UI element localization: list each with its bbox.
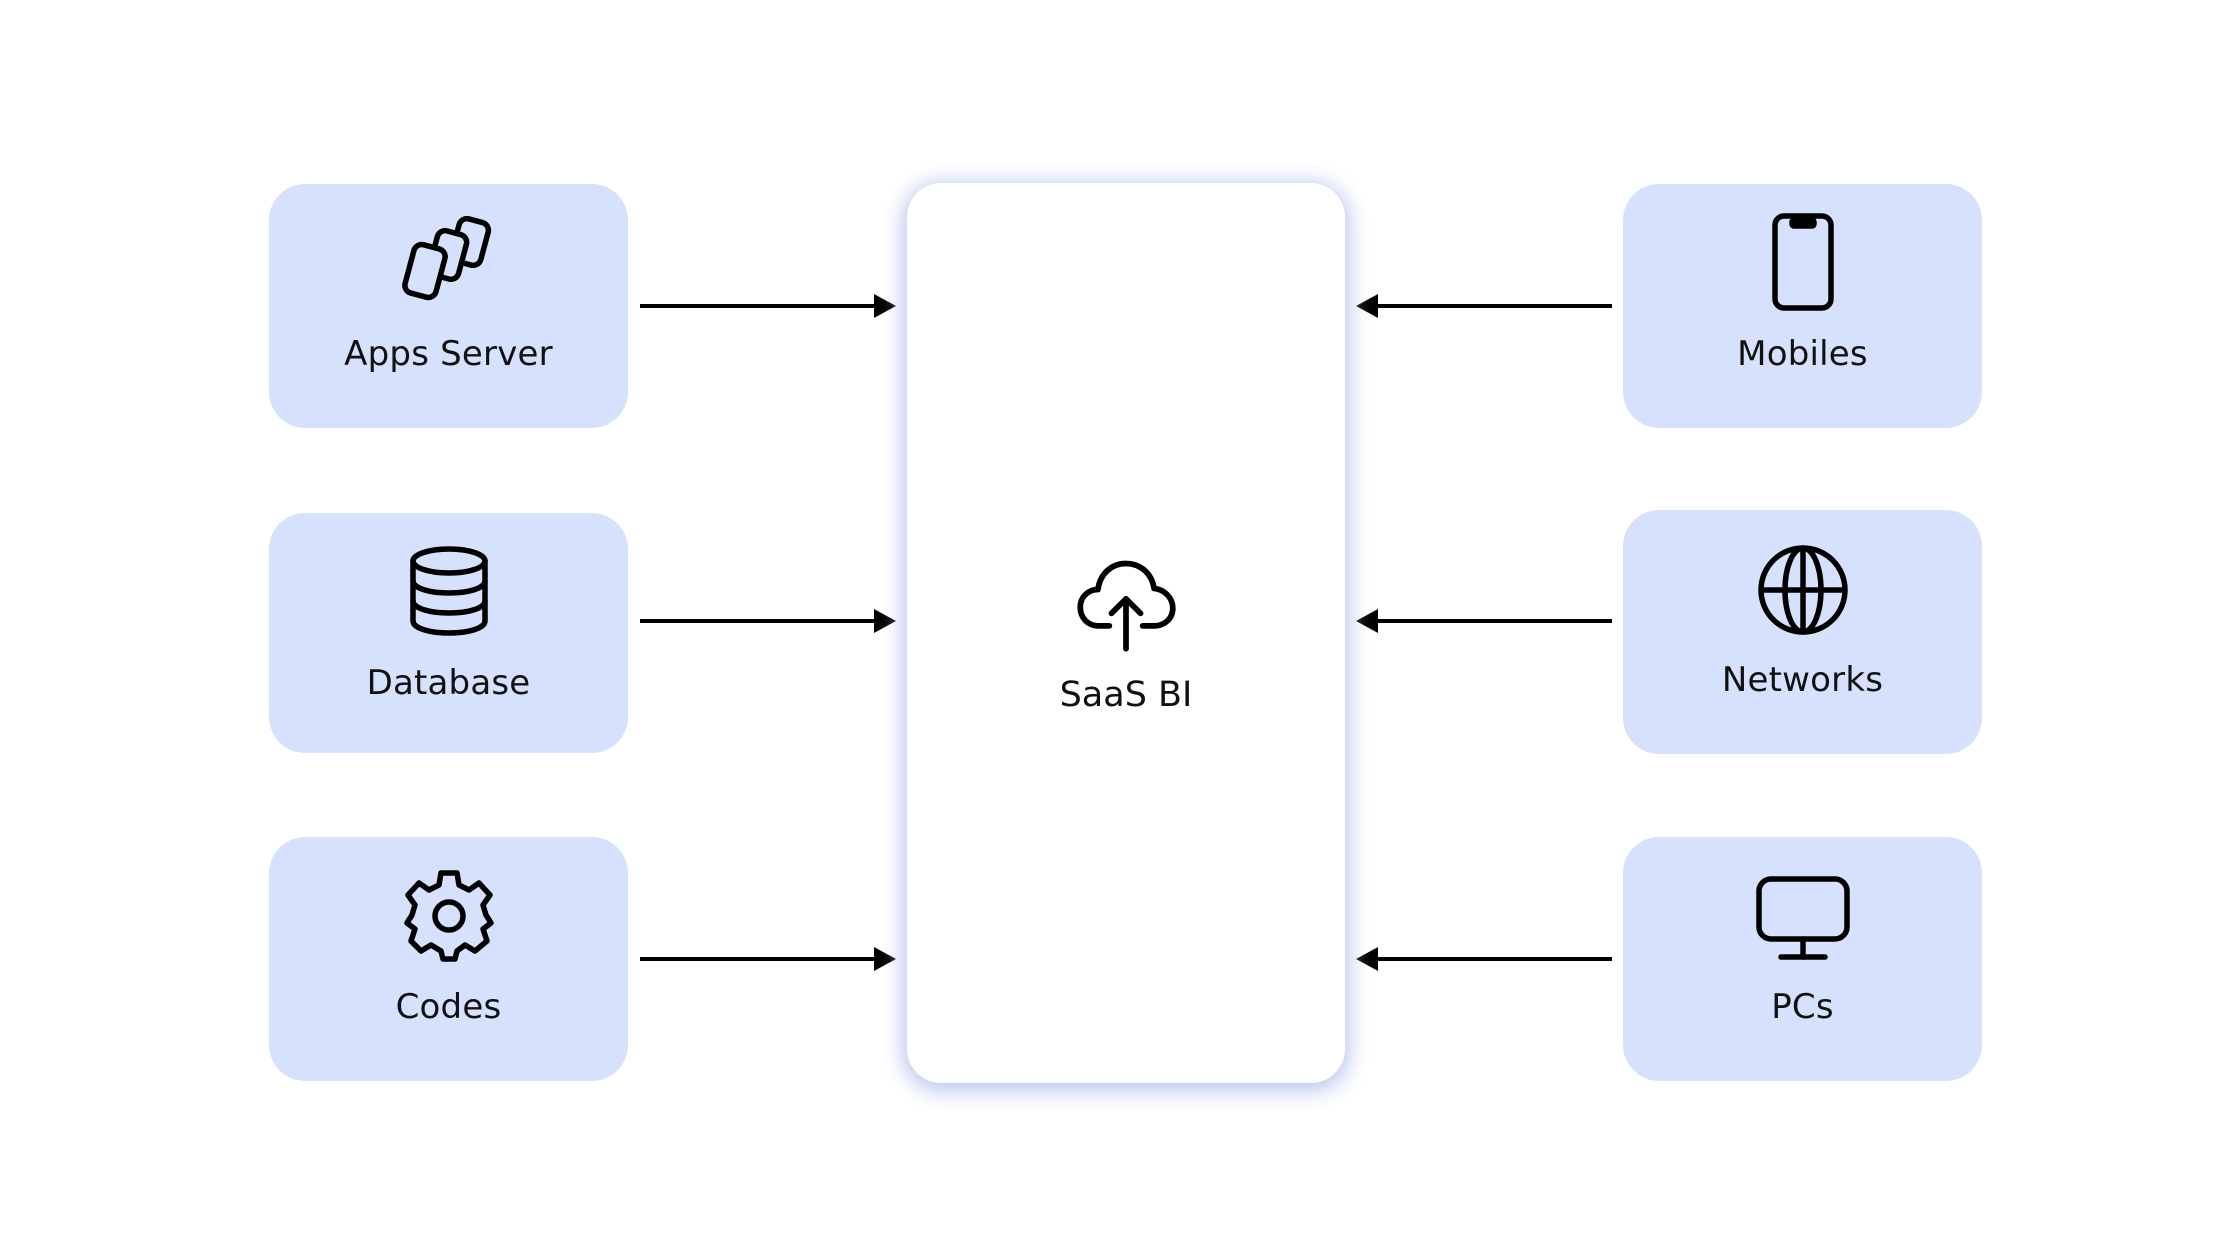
- arrow-pcs-to-hub: [1356, 947, 1612, 971]
- arrow-database-to-hub: [640, 609, 896, 633]
- saas-bi-hub: SaaS BI: [907, 183, 1345, 1083]
- source-label: Mobiles: [1737, 334, 1868, 374]
- arrow-apps-server-to-hub: [640, 294, 896, 318]
- source-label: Apps Server: [344, 334, 553, 374]
- source-label: PCs: [1771, 987, 1834, 1027]
- source-apps-server: Apps Server: [269, 184, 628, 428]
- source-label: Codes: [395, 987, 502, 1027]
- source-label: Database: [366, 663, 531, 703]
- stacked-servers-icon: [399, 212, 499, 312]
- globe-icon: [1753, 538, 1853, 638]
- smartphone-icon: [1753, 212, 1853, 312]
- cloud-upload-icon: [1074, 551, 1178, 655]
- database-icon: [399, 541, 499, 641]
- source-pcs: PCs: [1623, 837, 1982, 1081]
- monitor-icon: [1753, 865, 1853, 965]
- source-mobiles: Mobiles: [1623, 184, 1982, 428]
- source-codes: Codes: [269, 837, 628, 1081]
- arrow-codes-to-hub: [640, 947, 896, 971]
- source-database: Database: [269, 513, 628, 753]
- source-label: Networks: [1721, 660, 1884, 700]
- arrow-networks-to-hub: [1356, 609, 1612, 633]
- gear-icon: [399, 865, 499, 965]
- arrow-mobiles-to-hub: [1356, 294, 1612, 318]
- hub-label: SaaS BI: [1059, 675, 1193, 715]
- source-networks: Networks: [1623, 510, 1982, 754]
